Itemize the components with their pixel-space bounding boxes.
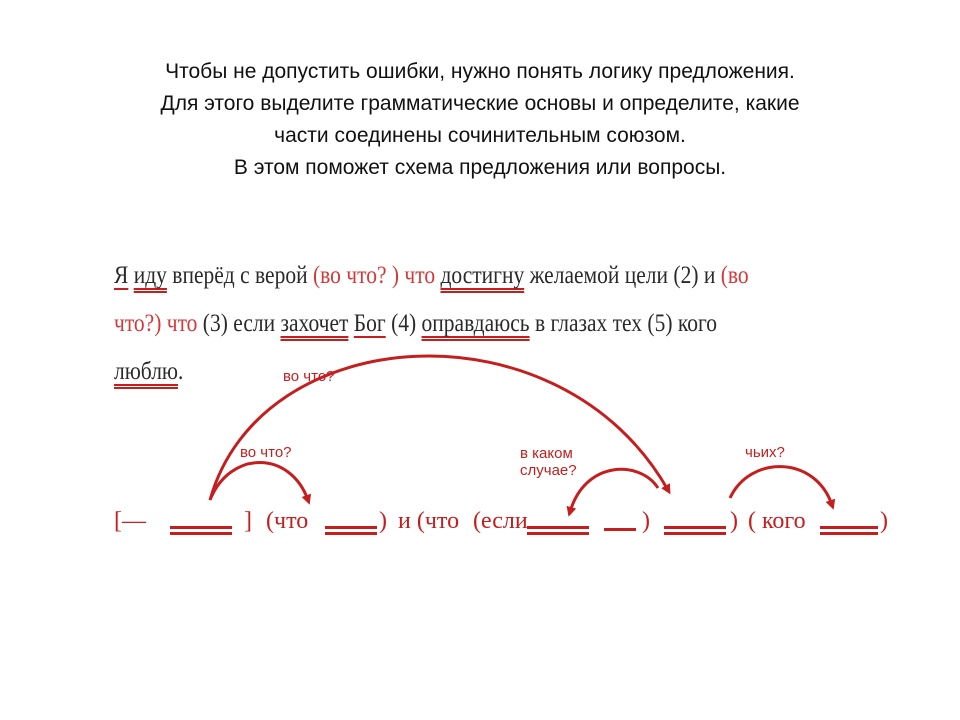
plain-text: вперёд с верой [166, 262, 313, 289]
example-sentence: Я иду вперёд с верой (во что? ) что дост… [114, 252, 768, 396]
sentence-line-1: Я иду вперёд с верой (во что? ) что дост… [114, 252, 768, 300]
intro-text: Чтобы не допустить ошибки, нужно понять … [40, 56, 920, 184]
question-text: (во что? ) [312, 262, 405, 289]
subject-word: Бог [353, 310, 386, 337]
predicate-mark [325, 526, 377, 535]
predicate-mark [527, 526, 589, 535]
question-text: (во [720, 262, 749, 289]
scheme-close-2: ) [379, 508, 387, 534]
scheme-close-bracket: ] [244, 508, 252, 534]
predicate-mark [170, 526, 232, 535]
plain-text: (3) если [197, 310, 281, 337]
predicate-word: достигну [440, 262, 525, 289]
question-top: во что? [283, 368, 335, 385]
question-case-line-2: случае? [520, 462, 577, 479]
arrow-left [208, 461, 312, 505]
plain-text: . [177, 358, 184, 385]
scheme-open-bracket: [— [114, 508, 146, 534]
predicate-mark [820, 526, 878, 535]
question-whose: чьих? [745, 444, 785, 461]
arrow-case [566, 467, 660, 517]
intro-line-4: В этом поможет схема предложения или воп… [233, 156, 727, 179]
predicate-word: люблю [114, 358, 178, 385]
plain-text: в глазах тех (5) кого [529, 310, 718, 337]
predicate-word: захочет [280, 310, 349, 337]
plain-text: (4) [385, 310, 422, 337]
scheme-close-inner: ) [642, 508, 650, 534]
scheme-and-what: и (что [398, 508, 460, 534]
question-text: что?) что [114, 310, 198, 337]
sentence-line-2: что?) что (3) если захочет Бог (4) оправ… [114, 300, 768, 348]
question-case-line-1: в каком [520, 445, 573, 462]
scheme-whom: ( кого [748, 508, 806, 534]
sentence-line-3: люблю. [114, 348, 768, 396]
predicate-word: оправдаюсь [421, 310, 530, 337]
subject-mark [604, 528, 636, 531]
subject-word: Я [114, 262, 129, 289]
scheme-part-2: (что [266, 508, 309, 534]
plain-text: желаемой цели (2) и [524, 262, 721, 289]
intro-line-2: Для этого выделите грамматические основы… [160, 92, 800, 115]
scheme-close-3: ) [730, 508, 738, 534]
conjunction-text: что [404, 262, 441, 289]
question-case: в каком случае? [520, 445, 577, 479]
intro-line-3: части соединены сочинительным союзом. [274, 124, 686, 147]
predicate-mark [664, 526, 726, 535]
scheme-if: (если [473, 508, 528, 534]
intro-line-1: Чтобы не допустить ошибки, нужно понять … [165, 60, 795, 83]
scheme-close-5: ) [880, 508, 888, 534]
arrow-whose [728, 465, 836, 510]
predicate-word: иду [133, 262, 167, 289]
question-left: во что? [240, 444, 292, 461]
arrow-long [208, 354, 671, 501]
